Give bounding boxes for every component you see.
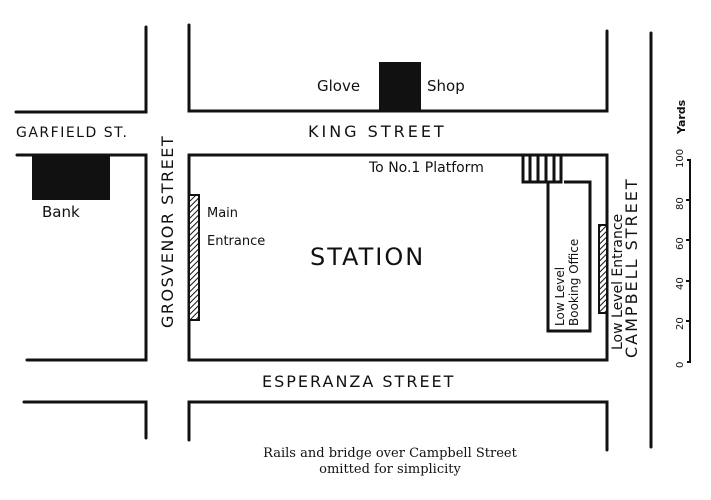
block-bottom-left <box>22 400 148 440</box>
platform-label: To No.1 Platform <box>369 160 484 176</box>
grosvenor-street-label: GROSVENOR STREET <box>158 134 177 328</box>
campbell-street-label: CAMPBELL STREET <box>622 177 641 358</box>
scale-tick-0: 0 <box>675 361 686 368</box>
garfield-street-label: GARFIELD ST. <box>16 125 129 141</box>
bank-label: Bank <box>42 203 80 221</box>
footnote-line1: Rails and bridge over Campbell Street <box>263 446 517 461</box>
low-level-entrance-label: Low Level Entrance <box>610 213 626 350</box>
bank-building <box>32 155 110 200</box>
footnote-line2: omitted for simplicity <box>319 462 461 478</box>
scale-tick-20: 20 <box>675 317 686 330</box>
king-street-label: KING STREET <box>308 122 447 141</box>
scale-tick-100: 100 <box>675 148 686 168</box>
glove-shop-building <box>379 62 421 111</box>
scale-tick-40: 40 <box>675 277 686 290</box>
scale-tick-60: 60 <box>675 237 686 250</box>
station-label: STATION <box>310 243 426 271</box>
scale-bar <box>686 159 691 363</box>
scale-unit-label: Yards <box>675 99 688 134</box>
main-entrance-label-line1: Main <box>207 206 239 221</box>
shop-label: Shop <box>427 77 465 95</box>
main-entrance-label-line2: Entrance <box>207 234 266 249</box>
main-entrance-hatch <box>188 194 200 321</box>
block-bottom-middle <box>187 400 609 452</box>
booking-office-label-line1: Low Level <box>553 266 567 326</box>
booking-office-label-line2: Booking Office <box>567 238 581 326</box>
low-level-entrance-hatch <box>598 224 608 314</box>
scale-tick-80: 80 <box>675 197 686 210</box>
esperanza-street-label: ESPERANZA STREET <box>262 372 456 391</box>
glove-label: Glove <box>317 77 361 95</box>
block-top-left <box>14 25 148 114</box>
footnote: Rails and bridge over Campbell Street om… <box>200 446 580 479</box>
